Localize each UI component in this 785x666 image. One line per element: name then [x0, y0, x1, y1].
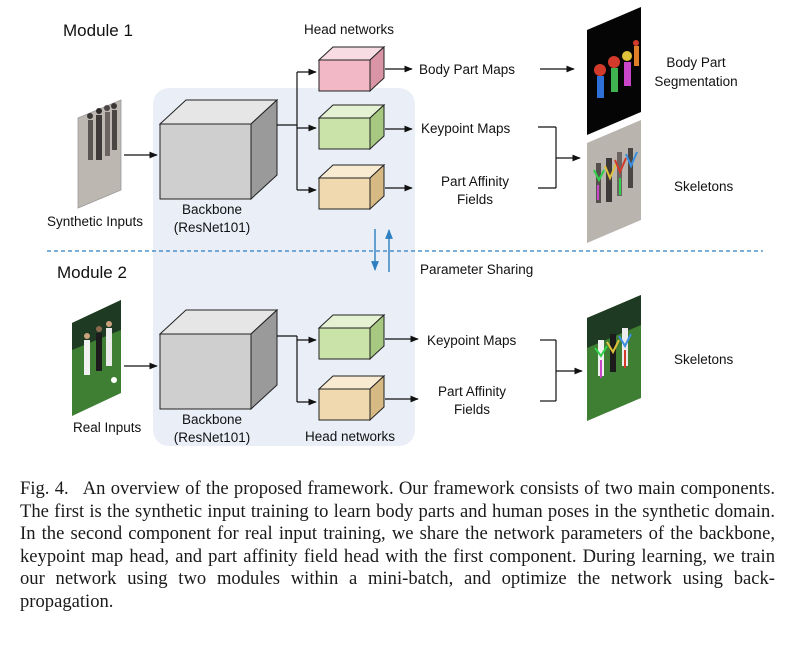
backbone-sublabel-bottom: (ResNet101): [174, 430, 251, 445]
parameter-sharing-label: Parameter Sharing: [420, 262, 533, 277]
branch-connector-top: [277, 68, 317, 194]
module2-label: Module 2: [57, 263, 127, 282]
segmentation-label-line1: Body Part: [666, 55, 726, 70]
synthetic-input-image: [77, 99, 122, 209]
paf-head-block-bottom: [317, 374, 386, 422]
framework-diagram: Module 1 Module 2 Synthetic Inputs Backb…: [47, 7, 763, 446]
skeleton-merge-connector-top: [538, 126, 581, 189]
head-networks-label-bottom: Head networks: [305, 429, 395, 444]
keypoint-maps-label-bottom: Keypoint Maps: [427, 333, 517, 348]
skeletons-label-bottom: Skeletons: [674, 352, 734, 367]
head-networks-label-top: Head networks: [304, 22, 394, 37]
backbone-label-bottom: Backbone: [182, 412, 242, 427]
body-part-maps-label: Body Part Maps: [419, 62, 515, 77]
real-input-image: [72, 300, 121, 416]
segmentation-label-line2: Segmentation: [654, 74, 737, 89]
skeletons-label-top: Skeletons: [674, 179, 734, 194]
keypoint-maps-label-top: Keypoint Maps: [421, 121, 511, 136]
head-output-arrows-top: [385, 65, 413, 192]
keypoint-head-block-top: [317, 103, 386, 151]
skeleton-output-image-bottom: [587, 295, 641, 421]
skeleton-merge-connector-bottom: [540, 339, 583, 402]
paf-label-bottom-line2: Fields: [454, 402, 490, 417]
real-inputs-label: Real Inputs: [73, 420, 142, 435]
synthetic-inputs-label: Synthetic Inputs: [47, 214, 143, 229]
branch-connector-bottom: [277, 335, 317, 406]
paf-head-block-top: [317, 163, 386, 211]
backbone-block-bottom: [158, 308, 279, 411]
paf-label-top-line2: Fields: [457, 192, 493, 207]
skeleton-output-image-top: [587, 120, 641, 243]
paf-label-bottom-line1: Part Affinity: [438, 384, 506, 399]
head-output-arrows-bottom: [385, 335, 419, 403]
parameter-sharing-arrows: [371, 229, 393, 272]
backbone-sublabel-top: (ResNet101): [174, 220, 251, 235]
backbone-block-top: [158, 98, 279, 201]
keypoint-head-block-bottom: [317, 313, 386, 361]
figure-number: Fig. 4.: [20, 478, 69, 499]
backbone-label-top: Backbone: [182, 202, 242, 217]
body-part-segmentation-image: [587, 7, 641, 135]
body-part-head-block: [317, 45, 386, 93]
module1-label: Module 1: [63, 21, 133, 40]
figure-caption: Fig. 4.An overview of the proposed frame…: [20, 478, 775, 614]
paf-label-top-line1: Part Affinity: [441, 174, 509, 189]
caption-text: An overview of the proposed framework. O…: [20, 478, 776, 612]
